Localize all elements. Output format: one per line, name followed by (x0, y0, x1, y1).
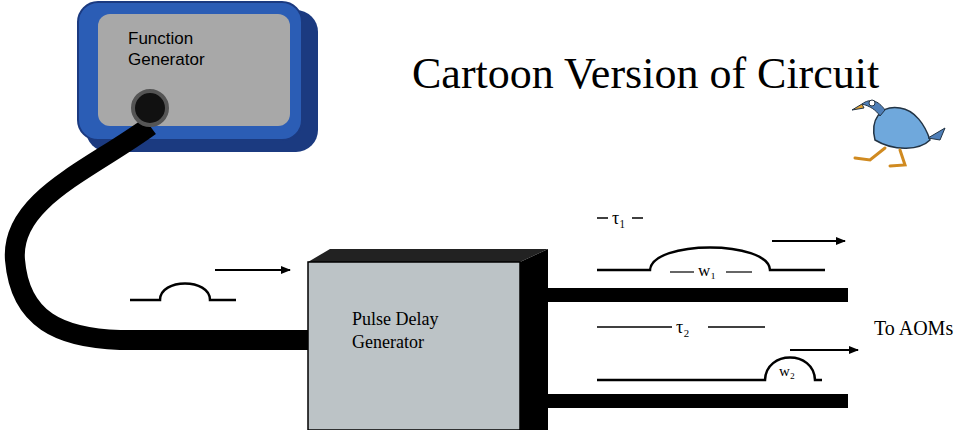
node-label: Pulse Delay Generator (352, 308, 472, 353)
signal-cable (15, 126, 308, 340)
dimension-line (726, 271, 752, 272)
delayed-pulse (597, 358, 822, 381)
signal-arrow (215, 269, 290, 271)
roadrunner-cartoon (852, 100, 945, 166)
dimension-line (597, 217, 608, 219)
input-pulse (130, 284, 236, 301)
dimension-line (670, 271, 694, 272)
cable-plug (133, 91, 167, 125)
delay-box-top (308, 249, 548, 262)
delay-label: τ₁ (612, 209, 626, 227)
pulse-delay-generator: Pulse Delay Generator (308, 262, 520, 430)
delay-label: τ₂ (676, 318, 690, 336)
generator-panel (98, 14, 290, 126)
signal-arrow (772, 240, 845, 242)
width-label: w₂ (779, 364, 795, 379)
delay-box-side (520, 249, 548, 430)
dimension-line (708, 326, 765, 328)
width-label: w₁ (698, 262, 716, 279)
output-wire (548, 288, 848, 302)
signal-arrow (790, 349, 858, 351)
output-wire (548, 394, 848, 408)
generator-housing (78, 2, 302, 140)
function-generator: Function Generator (98, 14, 290, 126)
diagram-title: Cartoon Version of Circuit (412, 52, 879, 96)
delay-box-front (308, 262, 520, 430)
dimension-line (597, 326, 672, 328)
dimension-line (632, 217, 643, 219)
output-label: To AOMs (874, 318, 953, 338)
node-label: Function Generator (128, 28, 218, 71)
